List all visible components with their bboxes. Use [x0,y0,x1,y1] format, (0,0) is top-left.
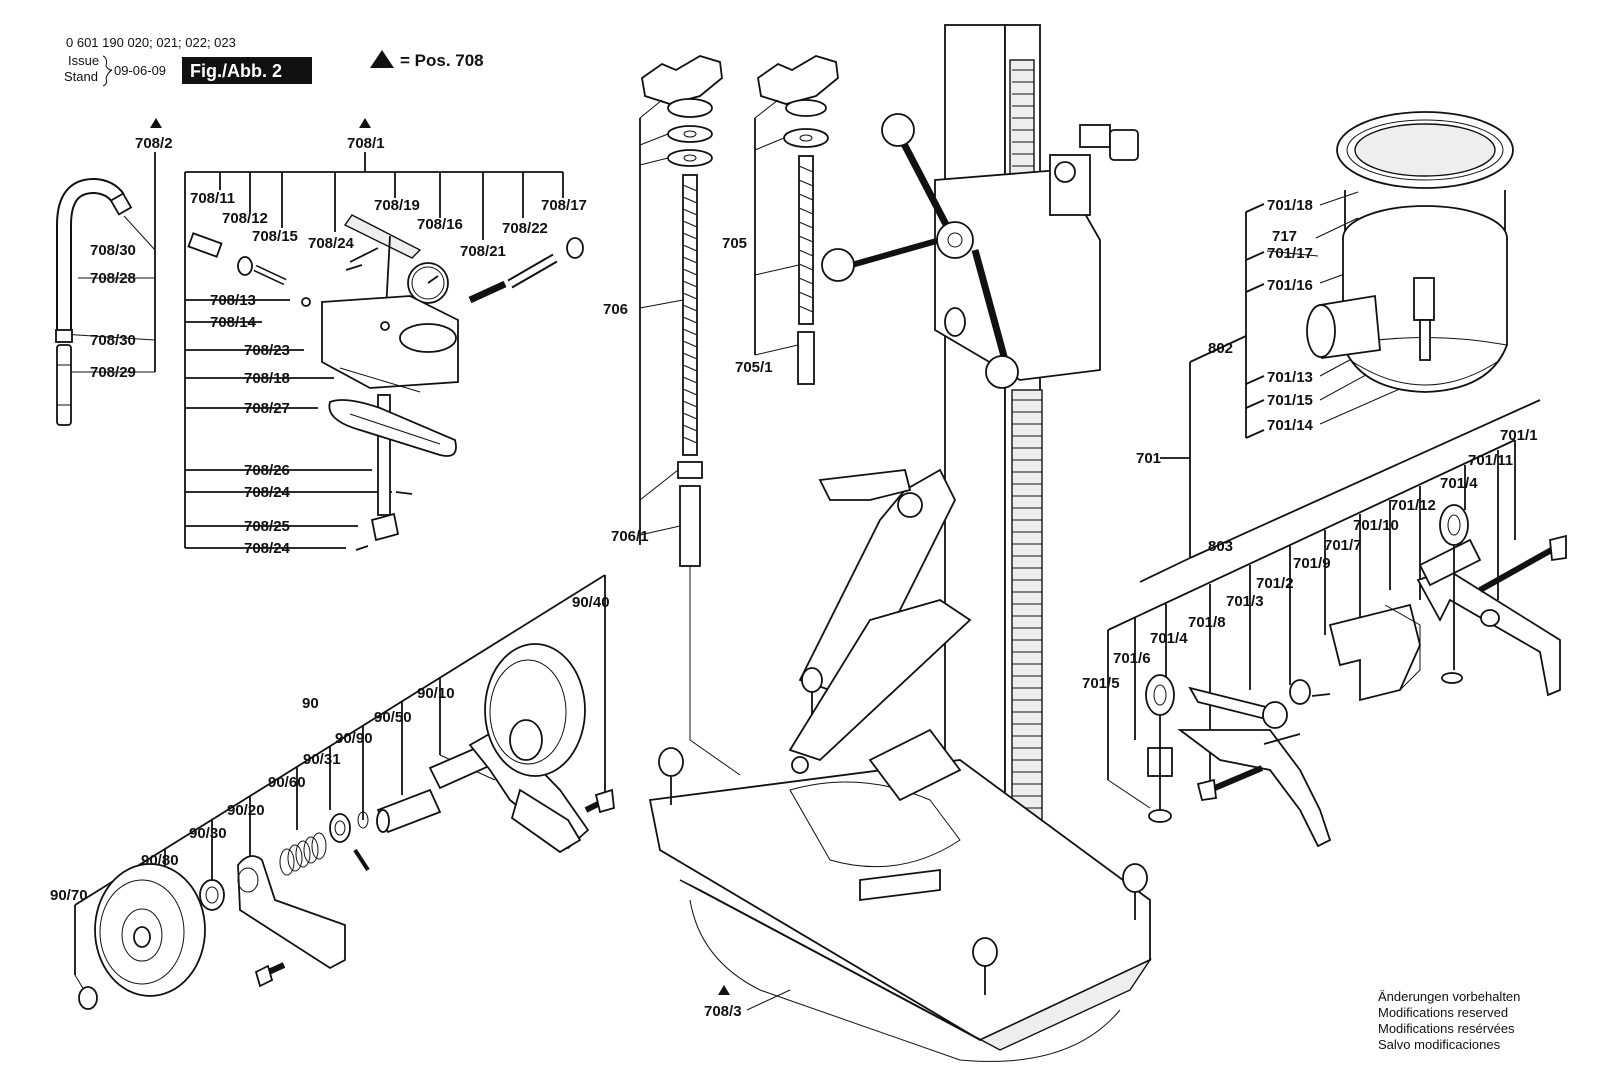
label-708-24-a: 708/24 [308,235,355,252]
label-90-31: 90/31 [303,751,341,768]
label-708-1: 708/1 [347,135,385,152]
label-90: 90 [302,695,319,712]
label-701-15: 701/15 [1267,392,1313,409]
header: 0 601 190 020; 021; 022; 023 Issue Stand… [64,35,484,87]
label-708-3: 708/3 [704,1003,742,1020]
label-701-13: 701/13 [1267,369,1313,386]
issue-date: 09-06-09 [114,63,166,78]
label-701-3: 701/3 [1226,593,1264,610]
group-701: 701/18 717 701/17 701/16 701/13 701/15 7… [1082,111,1567,848]
triangle-marker-icon [370,50,394,68]
label-708-28: 708/28 [90,270,136,287]
figure-label: Fig./Abb. 2 [190,61,282,81]
label-705-1: 705/1 [735,359,773,376]
notice-line-4: Salvo modificaciones [1378,1037,1501,1052]
label-708-18: 708/18 [244,370,290,387]
label-708-23: 708/23 [244,342,290,359]
label-701-16: 701/16 [1267,277,1313,294]
label-708-22: 708/22 [502,220,548,237]
label-708-26: 708/26 [244,462,290,479]
label-701-6: 701/6 [1113,650,1151,667]
label-701-7: 701/7 [1324,537,1362,554]
group-708-2: 708/2 708/30 708/28 708/30 708/29 [55,118,173,426]
label-717: 717 [1272,228,1297,245]
label-708-30-b: 708/30 [90,332,136,349]
label-708-13: 708/13 [210,292,256,309]
notice-line-2: Modifications reserved [1378,1005,1508,1020]
part-numbers: 0 601 190 020; 021; 022; 023 [66,35,236,50]
label-708-21: 708/21 [460,243,506,260]
group-705-706: 706 706/1 705 705/1 [603,55,839,776]
label-701-18: 701/18 [1267,197,1313,214]
notice: Änderungen vorbehalten Modifications res… [1378,989,1520,1052]
triangle-marker-icon [718,985,730,995]
label-701-9: 701/9 [1293,555,1331,572]
label-708-25: 708/25 [244,518,290,535]
notice-line-1: Änderungen vorbehalten [1378,989,1520,1004]
group-708-1: 708/1 708/11 708/12 708/15 708/24 708/19… [184,118,587,557]
label-708-27: 708/27 [244,400,290,417]
label-708-14: 708/14 [210,314,257,331]
label-708-15: 708/15 [252,228,298,245]
stand-label: Stand [64,69,98,84]
issue-label: Issue [68,53,99,68]
notice-line-3: Modifications resérvées [1378,1021,1515,1036]
label-701-11: 701/11 [1468,452,1513,469]
figure-label-box [182,57,312,84]
label-708-24-c: 708/24 [244,540,291,557]
label-708-16: 708/16 [417,216,463,233]
label-802: 802 [1208,340,1233,357]
label-708-19: 708/19 [374,197,420,214]
label-701-5: 701/5 [1082,675,1120,692]
label-706-1: 706/1 [611,528,649,545]
label-701: 701 [1136,450,1161,467]
label-705: 705 [722,235,747,252]
label-708-2: 708/2 [135,135,173,152]
label-90-10: 90/10 [417,685,455,702]
triangle-marker-icon [359,118,371,128]
label-701-14: 701/14 [1267,417,1314,434]
label-90-90: 90/90 [335,730,373,747]
label-90-50: 90/50 [374,709,412,726]
label-708-24-b: 708/24 [244,484,291,501]
label-701-10: 701/10 [1353,517,1399,534]
label-701-8: 701/8 [1188,614,1226,631]
group-90: 90/40 90 90/10 90/50 90/90 90/31 90/60 9… [50,574,615,1010]
label-701-12: 701/12 [1390,497,1436,514]
label-706: 706 [603,301,628,318]
drill-stand: 708/3 [648,24,1152,1062]
label-90-20: 90/20 [227,802,265,819]
label-701-4-b: 701/4 [1150,630,1188,647]
brace-icon [102,55,113,87]
label-708-29: 708/29 [90,364,136,381]
label-708-12: 708/12 [222,210,268,227]
label-708-11: 708/11 [190,190,235,207]
label-90-70: 90/70 [50,887,88,904]
triangle-marker-icon [150,118,162,128]
label-90-30: 90/30 [189,825,227,842]
label-708-30-a: 708/30 [90,242,136,259]
label-701-2: 701/2 [1256,575,1294,592]
label-90-60: 90/60 [268,774,306,791]
legend-text: = Pos. 708 [400,51,484,70]
label-90-40: 90/40 [572,594,610,611]
label-701-1: 701/1 [1500,427,1538,444]
label-708-17: 708/17 [541,197,587,214]
label-701-4-a: 701/4 [1440,475,1478,492]
label-803: 803 [1208,538,1233,555]
